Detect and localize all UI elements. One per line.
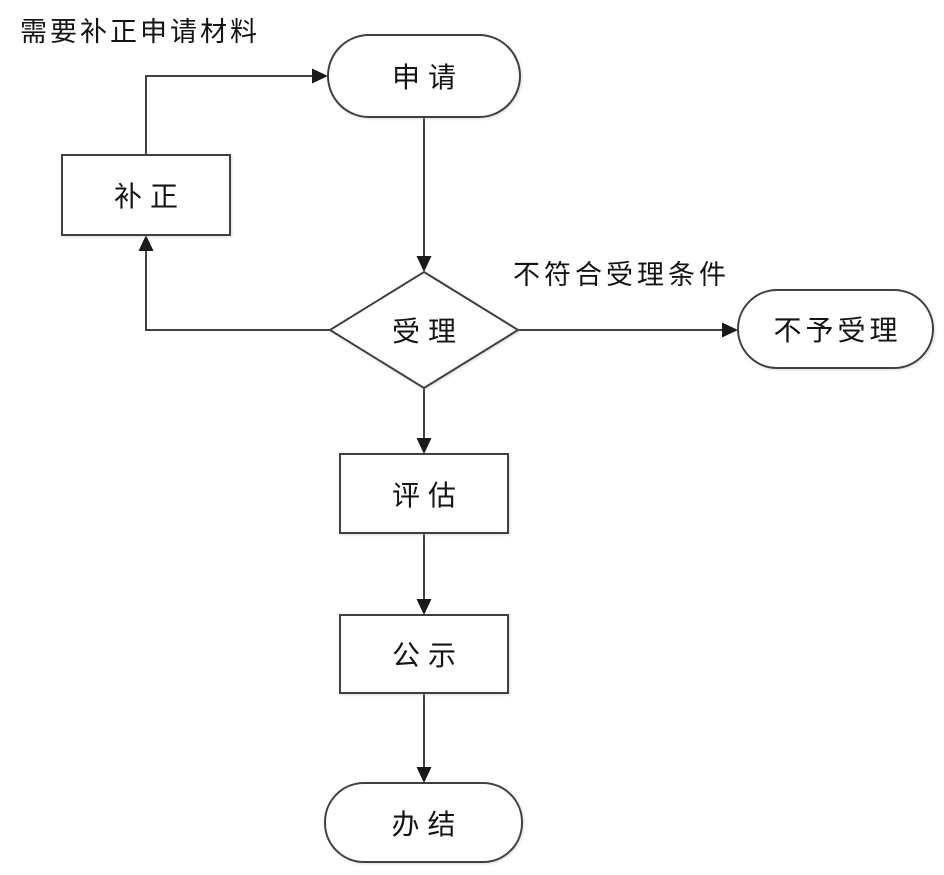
condition-note-label: 不符合受理条件: [513, 260, 730, 290]
top-note-label: 需要补正申请材料: [20, 17, 260, 47]
evaluate-rect-shape: [339, 453, 509, 534]
edge-correction-apply: [145, 75, 323, 155]
arrowhead-into-reject: [722, 322, 738, 338]
edge-accept-correction: [145, 249, 330, 331]
complete-stadium-shape: [324, 782, 523, 863]
arrowhead-into-complete: [416, 767, 432, 783]
apply-stadium-shape: [327, 34, 521, 118]
reject-stadium-shape: [737, 289, 934, 369]
arrowheads: [138, 68, 738, 783]
node-shapes: [61, 34, 934, 863]
correction-rect-shape: [61, 154, 231, 236]
arrowhead-into-accept: [416, 256, 432, 272]
arrowhead-into-publicize: [416, 599, 432, 615]
publicize-rect-shape: [339, 614, 509, 694]
arrowhead-into-correction: [138, 235, 154, 251]
accept-diamond-shape: [328, 270, 520, 390]
connector-lines: [145, 75, 724, 769]
arrowhead-into-apply: [312, 68, 328, 84]
arrowhead-into-evaluate: [416, 438, 432, 454]
